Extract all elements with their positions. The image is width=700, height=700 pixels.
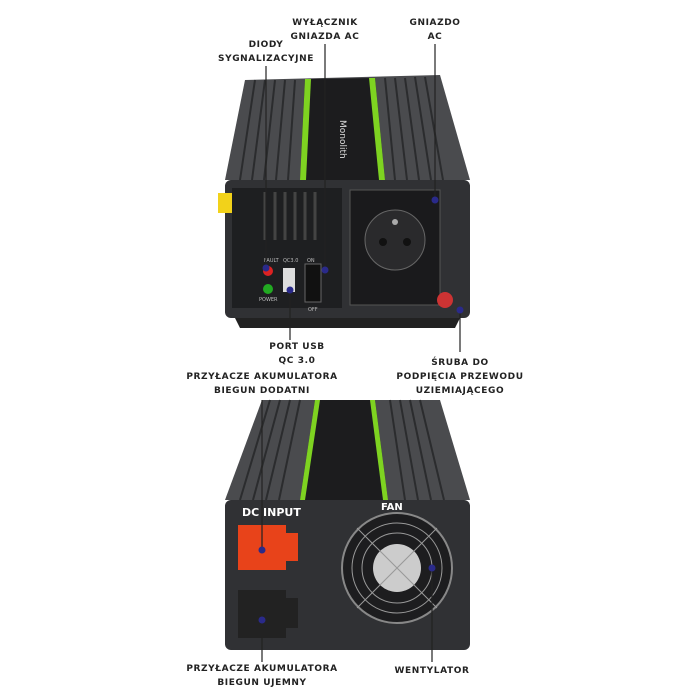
callout-line: QC 3.0 <box>278 356 316 366</box>
callout-line: PODPIĘCIA PRZEWODU <box>396 372 524 382</box>
inverter-top-view: Monolith FAULT QC3.0 ON POWER OFF <box>218 75 470 328</box>
callout-line: PRZYŁACZE AKUMULATORA <box>186 664 338 674</box>
callout-line: WYŁĄCZNIK <box>292 18 358 28</box>
callout-usb-port: PORT USB QC 3.0 <box>269 340 325 368</box>
callout-line: GNIAZDO <box>409 18 461 28</box>
callout-battery-positive: PRZYŁACZE AKUMULATORA BIEGUN DODATNI <box>186 370 337 398</box>
dc-input-label: DC INPUT <box>242 506 301 519</box>
callout-ac-switch: WYŁĄCZNIK GNIAZDA AC <box>291 16 360 44</box>
callout-leds: DIODY SYGNALIZACYJNE <box>218 38 314 66</box>
callout-dots <box>258 196 464 624</box>
callout-line: ŚRUBA DO <box>431 358 489 368</box>
callout-line: PORT USB <box>269 342 325 352</box>
on-label: ON <box>307 258 315 264</box>
power-label: POWER <box>259 297 278 303</box>
callout-line: BIEGUN DODATNI <box>214 386 310 396</box>
callout-line: BIEGUN UJEMNY <box>217 678 307 688</box>
callout-line: GNIAZDA AC <box>290 32 360 42</box>
off-label: OFF <box>308 307 318 313</box>
callout-ac-socket: GNIAZDO AC <box>409 16 460 44</box>
callout-ground-screw: ŚRUBA DO PODPIĘCIA PRZEWODU UZIEMIAJĄCEG… <box>396 356 523 398</box>
callout-fan: WENTYLATOR <box>395 664 470 678</box>
inverter-bottom-view: DC INPUT FAN <box>225 399 470 650</box>
qc-label: QC3.0 <box>283 258 298 264</box>
callout-battery-negative: PRZYŁACZE AKUMULATORA BIEGUN UJEMNY <box>186 662 337 690</box>
callout-line: PRZYŁACZE AKUMULATORA <box>186 372 338 382</box>
brand-logo: Monolith <box>337 120 347 159</box>
callout-line: DIODY <box>248 40 284 50</box>
callout-line: AC <box>427 32 443 42</box>
leader-lines <box>261 44 461 662</box>
fault-label: FAULT <box>264 258 280 264</box>
callout-line: WENTYLATOR <box>394 666 470 676</box>
fan-panel-label: FAN <box>381 502 403 513</box>
callout-line: SYGNALIZACYJNE <box>217 54 315 64</box>
callout-line: UZIEMIAJĄCEGO <box>415 386 505 396</box>
